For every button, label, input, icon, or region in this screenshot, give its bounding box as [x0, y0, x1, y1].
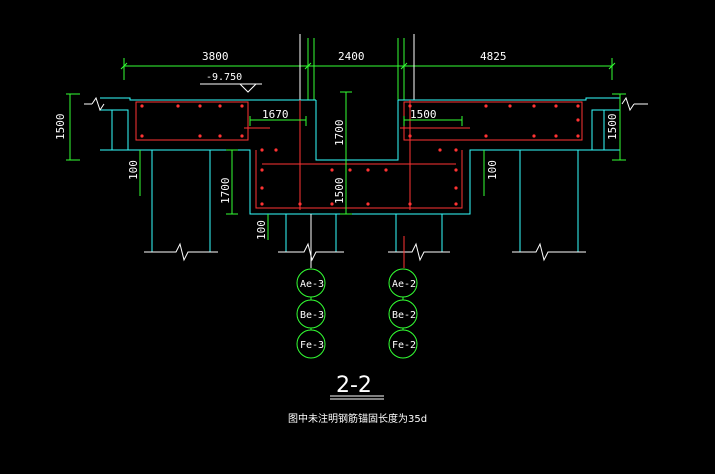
pile-tag-left-2: Be-3 — [300, 310, 324, 321]
dim-left-step-height: 1700 — [219, 178, 232, 205]
dim-top-middle: 2400 — [338, 50, 365, 63]
pile-tag-right-1: Ae-2 — [392, 279, 416, 290]
pile-tags-left — [296, 268, 326, 359]
break-lines — [84, 96, 648, 112]
level-mark-text: -9.750 — [206, 72, 242, 83]
dim-inner-vertical-top: 1700 — [333, 120, 346, 147]
dim-bottom-small: 100 — [255, 220, 268, 240]
dim-right-small: 100 — [486, 160, 499, 180]
rebar-dots — [140, 104, 580, 206]
section-title: 2-2 — [336, 373, 372, 398]
pile-tag-left-1: Ae-3 — [300, 279, 324, 290]
dim-inner-vertical-bottom: 1500 — [333, 178, 346, 205]
dim-left-height: 1500 — [54, 114, 67, 141]
dim-right-height: 1500 — [606, 114, 619, 141]
slab-outline — [100, 97, 620, 215]
dim-inner-left-width: 1670 — [262, 108, 289, 121]
dim-left-small: 100 — [127, 160, 140, 180]
anchorage-note: 图中未注明钢筋锚固长度为35d — [288, 412, 427, 425]
upper-column — [299, 34, 415, 100]
top-dimension-chain — [120, 58, 616, 80]
dim-inner-right-width: 1500 — [410, 108, 437, 121]
section-title-underline — [330, 395, 384, 400]
pile-break-lines — [144, 242, 586, 262]
side-dimensions — [66, 91, 626, 240]
pile-tag-leaders — [310, 214, 405, 268]
rebar-cage — [135, 100, 583, 210]
pile-tag-right-2: Be-2 — [392, 310, 416, 321]
piles — [151, 150, 579, 252]
level-mark-symbol — [200, 83, 262, 93]
pile-tags-right — [388, 268, 418, 359]
pile-tag-left-3: Fe-3 — [300, 340, 324, 351]
pile-tag-right-3: Fe-2 — [392, 340, 416, 351]
dim-top-right: 4825 — [480, 50, 507, 63]
dim-top-left: 3800 — [202, 50, 229, 63]
